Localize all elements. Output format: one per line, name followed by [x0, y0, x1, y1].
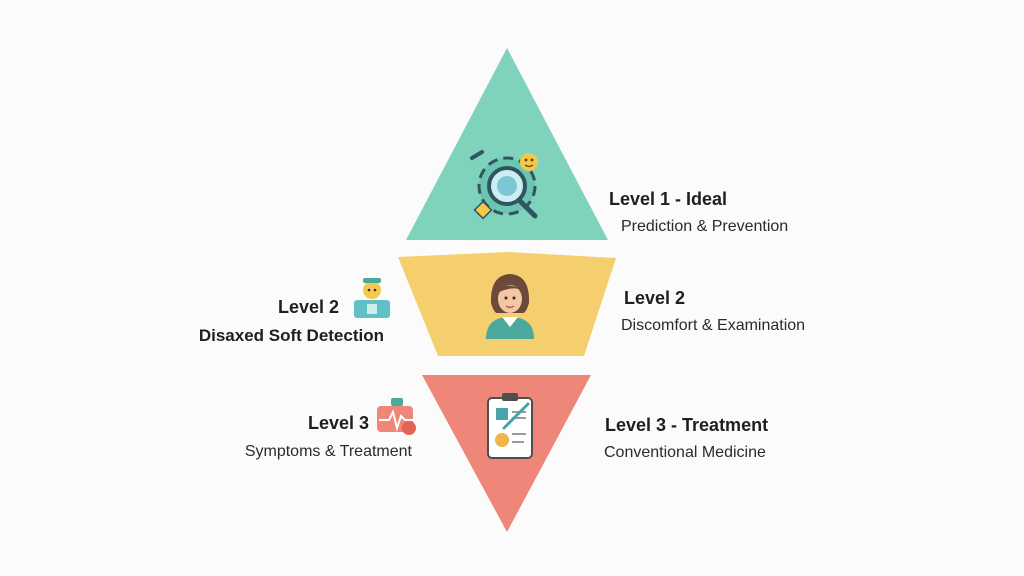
level2-right-subtitle: Discomfort & Examination — [621, 317, 806, 334]
level2-left-subtitle: Disaxed Soft Detection — [198, 326, 384, 345]
medical-kit-person-icon — [354, 278, 390, 318]
level3-left-title: Level 3 — [307, 413, 369, 433]
level2-right-title: Level 2 — [624, 288, 686, 308]
level1-triangle — [406, 48, 608, 240]
level2-left-title: Level 2 — [277, 297, 339, 317]
magnifier-search-icon — [470, 150, 538, 220]
level3-right-title: Level 3 - Treatment — [605, 415, 769, 435]
heartbeat-pill-icon — [377, 398, 416, 435]
doctor-avatar-icon — [486, 274, 534, 339]
level3-right-subtitle: Conventional Medicine — [604, 444, 766, 461]
level1-right-subtitle: Prediction & Prevention — [621, 218, 789, 235]
level1-right-title: Level 1 - Ideal — [609, 189, 728, 209]
clipboard-report-icon — [487, 393, 533, 459]
level3-left-subtitle: Symptoms & Treatment — [244, 443, 412, 460]
